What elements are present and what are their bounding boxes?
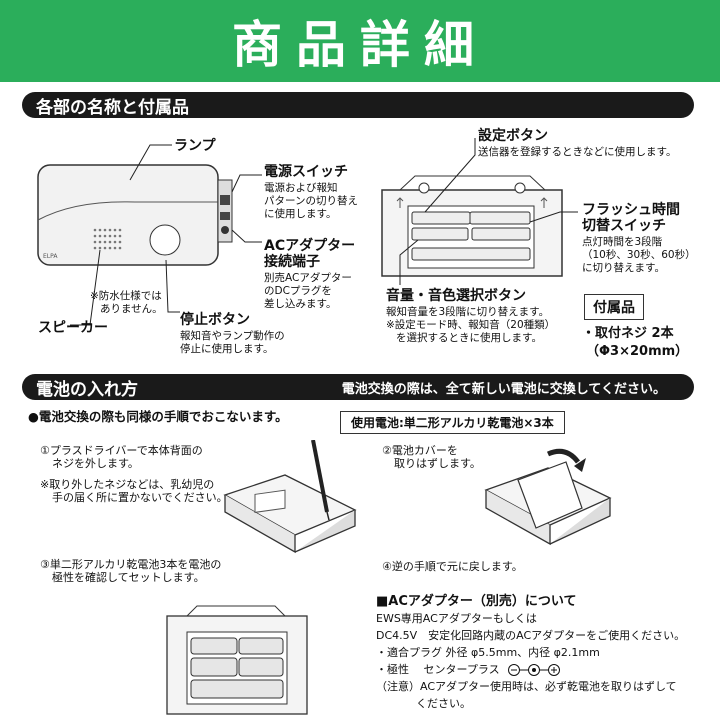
step3-text: ③単二形アルカリ乾電池3本を電池の 極性を確認してセットします。 — [40, 558, 221, 584]
ac-caution-1: （注意）ACアダプター使用時は、必ず乾電池を取りはずして — [376, 680, 677, 693]
step3-line-2: 極性を確認してセットします。 — [52, 571, 205, 584]
parts-section-title: 各部の名称と付属品 — [36, 97, 189, 118]
power-switch-desc-3: に使用します。 — [264, 208, 337, 220]
ac-terminal-desc-2: のDCプラグを — [264, 285, 332, 297]
page-title: 商品詳細 — [232, 16, 488, 74]
ac-terminal-callout: ACアダプター 接続端子 別売ACアダプター のDCプラグを 差し込みます。 — [264, 238, 355, 311]
stop-button-title: 停止ボタン — [180, 312, 250, 328]
ac-adapter-body: EWS専用ACアダプターもしくは DC4.5V 安定化回路内蔵のACアダプターを… — [376, 610, 685, 712]
step2-line-2: 取りはずします。 — [394, 457, 481, 470]
ac-terminal-title-2: 接続端子 — [264, 254, 320, 270]
volume-button-callout: 音量・音色選択ボタン 報知音量を3段階に切り替えます。 ※設定モード時、報知音（… — [386, 288, 555, 345]
speaker-label: スピーカー — [38, 320, 108, 336]
step1-illustration — [223, 440, 357, 554]
same-procedure-note: ●電池交換の際も同様の手順でおこないます。 — [28, 409, 288, 424]
battery-section-title: 電池の入れ方 — [36, 379, 138, 400]
flash-switch-desc-1: 点灯時間を3段階 — [582, 236, 663, 248]
volume-button-desc-1: 報知音量を3段階に切り替えます。 — [386, 306, 550, 318]
accessory-size: （Φ3×20mm） — [586, 344, 689, 359]
stop-button-callout: 停止ボタン 報知音やランプ動作の 停止に使用します。 — [180, 312, 285, 356]
step2-illustration — [484, 448, 612, 546]
stop-button-desc-1: 報知音やランプ動作の — [180, 330, 285, 342]
battery-section-bar: 電池の入れ方 電池交換の際は、全て新しい電池に交換してください。 — [22, 374, 694, 400]
banner: 商品詳細 — [0, 0, 720, 82]
polarity-symbol-icon — [507, 663, 560, 676]
step1-note-line-2: 手の届く所に置かないでください。 — [52, 491, 228, 504]
device-back-illustration — [381, 175, 563, 277]
step3-illustration — [166, 605, 308, 715]
flash-switch-desc-3: に切り替えます。 — [582, 262, 665, 274]
step1-note-line-1: ※取り外したネジなどは、乳幼児の — [40, 478, 215, 491]
device-front-illustration: ELPA — [37, 164, 233, 266]
battery-section-note: 電池交換の際は、全て新しい電池に交換してください。 — [341, 381, 666, 397]
waterproof-note-line-2: ありません。 — [100, 303, 163, 315]
ac-line-2: DC4.5V 安定化回路内蔵のACアダプターをご使用ください。 — [376, 629, 686, 642]
waterproof-note: ※防水仕様では ありません。 — [90, 290, 163, 316]
flash-switch-title-2: 切替スイッチ — [582, 218, 666, 234]
step1-text: ①プラスドライバーで本体背面の ネジを外します。 — [40, 444, 203, 470]
setting-button-desc: 送信器を登録するときなどに使用します。 — [478, 146, 677, 158]
power-switch-callout: 電源スイッチ 電源および報知 パターンの切り替え に使用します。 — [264, 164, 358, 221]
accessory-badge: 付属品 — [584, 294, 644, 320]
setting-button-callout: 設定ボタン 送信器を登録するときなどに使用します。 — [478, 128, 676, 159]
leader-lines-front — [70, 144, 262, 326]
waterproof-note-line-1: ※防水仕様では — [90, 290, 162, 302]
power-switch-desc-1: 電源および報知 — [264, 182, 338, 194]
parts-section-bar: 各部の名称と付属品 — [22, 92, 694, 118]
step1-note: ※取り外したネジなどは、乳幼児の 手の届く所に置かないでください。 — [40, 478, 228, 504]
setting-button-title: 設定ボタン — [478, 128, 548, 144]
accessory-item: ・取付ネジ 2本 — [582, 326, 674, 341]
leader-lines-back — [399, 138, 578, 285]
step2-line-1: ②電池カバーを — [382, 444, 458, 457]
ac-terminal-desc-1: 別売ACアダプター — [264, 272, 352, 284]
brand-logo: ELPA — [43, 253, 58, 260]
flash-switch-desc-2: （10秒、30秒、60秒） — [582, 249, 696, 261]
flash-switch-callout: フラッシュ時間 切替スイッチ 点灯時間を3段階 （10秒、30秒、60秒） に切… — [582, 202, 696, 275]
ac-adapter-title: ■ACアダプター（別売）について — [376, 594, 577, 609]
volume-button-title: 音量・音色選択ボタン — [386, 288, 526, 304]
ac-terminal-title-1: ACアダプター — [264, 238, 356, 254]
lamp-label: ランプ — [174, 138, 216, 154]
step1-line-2: ネジを外します。 — [52, 457, 139, 470]
ac-line-3: ・適合プラグ 外径 φ5.5mm、内径 φ2.1mm — [376, 646, 600, 659]
power-switch-desc-2: パターンの切り替え — [264, 195, 358, 207]
volume-button-desc-2: ※設定モード時、報知音（20種類） — [386, 319, 556, 331]
flash-switch-title-1: フラッシュ時間 — [582, 202, 680, 218]
battery-spec-box: 使用電池:単二形アルカリ乾電池×3本 — [340, 411, 565, 434]
ac-terminal-desc-3: 差し込みます。 — [264, 298, 337, 310]
ac-polarity-row: ・極性 センタープラス — [376, 661, 685, 678]
power-switch-title: 電源スイッチ — [264, 164, 348, 180]
ac-caution-2: ください。 — [416, 697, 471, 710]
step2-text: ②電池カバーを 取りはずします。 — [382, 444, 481, 470]
ac-line-1: EWS専用ACアダプターもしくは — [376, 612, 537, 625]
ac-line-4: ・極性 センタープラス — [376, 663, 500, 676]
step1-line-1: ①プラスドライバーで本体背面の — [40, 444, 203, 457]
stop-button-desc-2: 停止に使用します。 — [180, 343, 274, 355]
step4-text: ④逆の手順で元に戻します。 — [382, 560, 523, 573]
volume-button-desc-3: を選択するときに使用します。 — [396, 332, 542, 344]
step3-line-1: ③単二形アルカリ乾電池3本を電池の — [40, 558, 222, 571]
